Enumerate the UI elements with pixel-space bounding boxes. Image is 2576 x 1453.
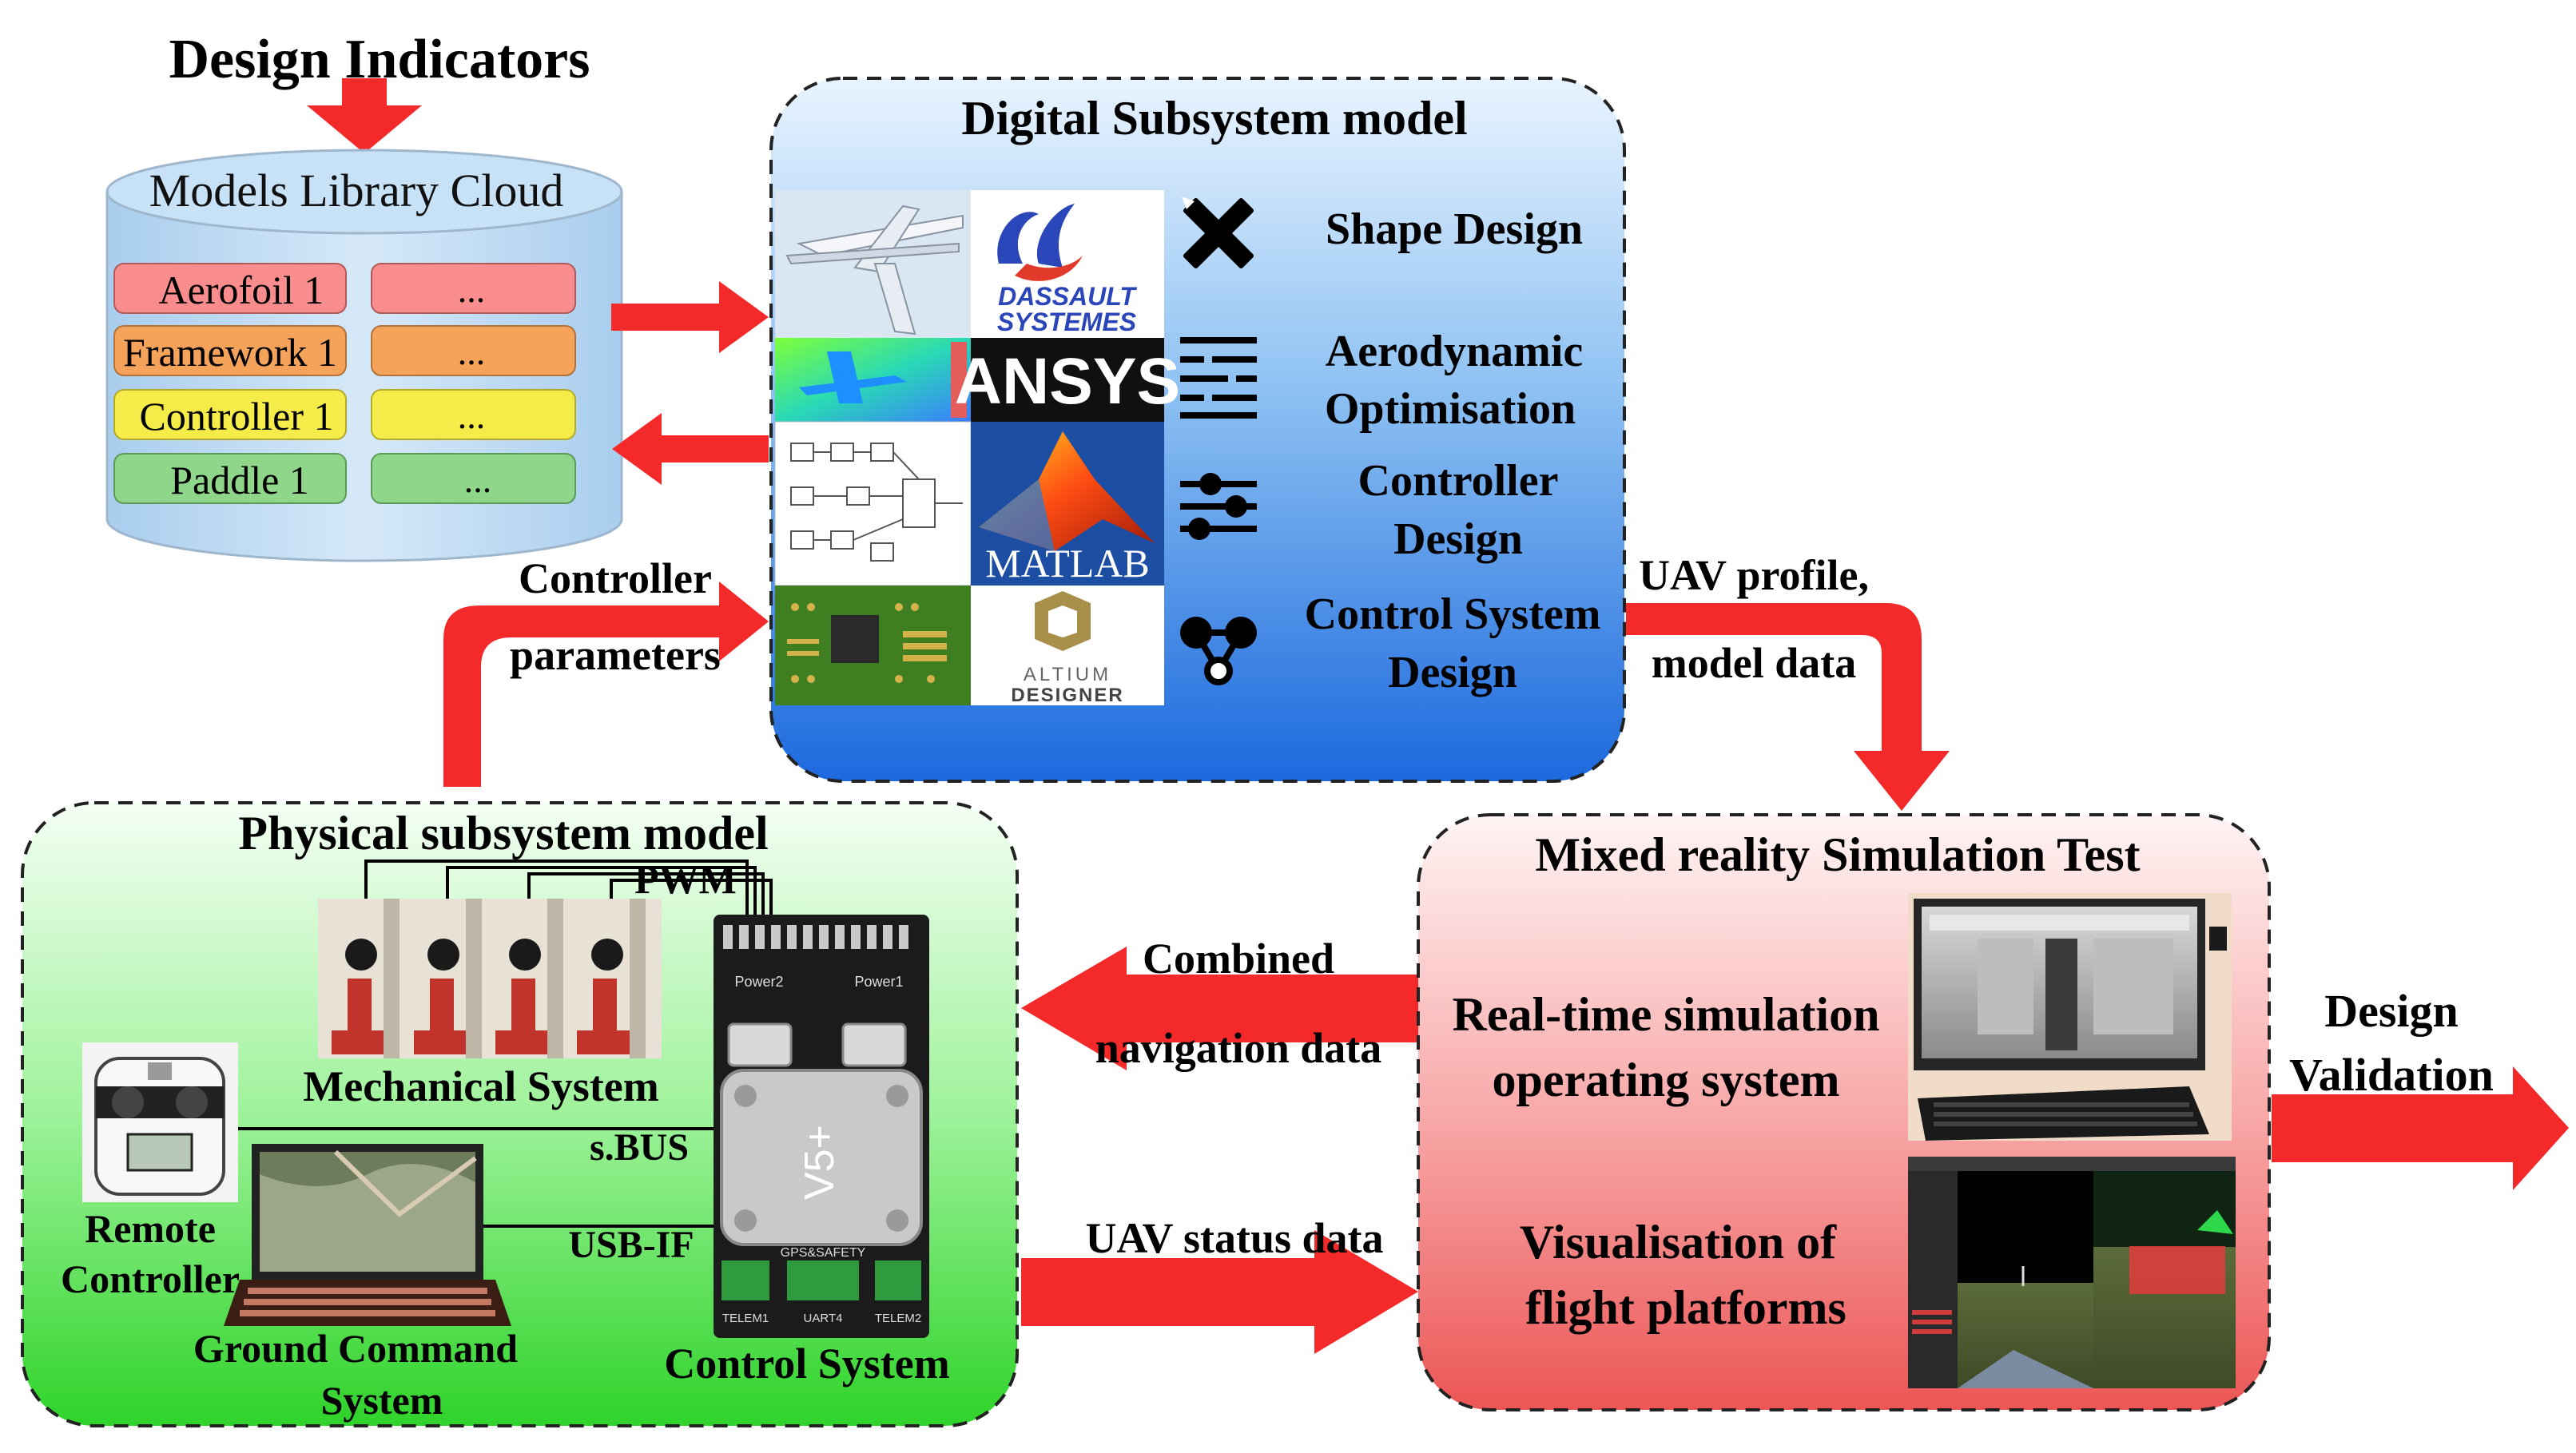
- row-label: Paddle 1: [170, 458, 309, 502]
- altium-line2: DESIGNER: [1011, 685, 1123, 706]
- sliders-horizontal-icon: [1180, 337, 1257, 419]
- control-system-label: Control System: [664, 1340, 950, 1387]
- item-aero-line1: Aerodynamic: [1326, 327, 1584, 376]
- ground-label-line2: System: [321, 1378, 443, 1423]
- ansys-logo: ANSYS: [955, 338, 1181, 422]
- altium-line1: ALTIUM: [1024, 664, 1111, 685]
- row-more: ...: [458, 331, 486, 372]
- uav-profile-line2: model data: [1652, 639, 1857, 687]
- library-row-aerofoil: Aerofoil 1 ...: [113, 263, 576, 314]
- row-more: ...: [458, 395, 486, 436]
- validation-line2: Validation: [2289, 1049, 2494, 1101]
- controller-params-line1: Controller: [519, 554, 712, 602]
- matlab-logo: MATLAB: [971, 422, 1164, 586]
- mixed-item2-line1: Visualisation of: [1520, 1216, 1837, 1268]
- combined-line2: navigation data: [1095, 1024, 1382, 1072]
- row-more: ...: [458, 269, 486, 310]
- usb-label: USB-IF: [568, 1224, 694, 1266]
- item-controller-line1: Controller: [1358, 456, 1559, 506]
- dassault-line2: SYSTEMES: [997, 308, 1137, 336]
- dassault-line1: DASSAULT: [998, 282, 1137, 311]
- fc-gps: GPS&SAFETY: [781, 1246, 866, 1260]
- item-control-system-line1: Control System: [1305, 590, 1601, 639]
- library-title: Models Library Cloud: [149, 165, 564, 216]
- down-arrow-icon: [307, 78, 422, 153]
- flight-visualization-image: [1908, 1157, 2236, 1388]
- matlab-text: MATLAB: [985, 541, 1150, 586]
- remote-label-line2: Controller: [61, 1256, 240, 1301]
- desktop-computer-image: [1908, 893, 2232, 1141]
- mixed-item2-line2: flight platforms: [1525, 1281, 1847, 1334]
- uav-profile-line1: UAV profile,: [1639, 551, 1869, 599]
- mixed-title: Mixed reality Simulation Test: [1535, 828, 2140, 881]
- controller-params-line2: parameters: [510, 631, 721, 679]
- cad-uav-image: [775, 190, 971, 338]
- uav-status-label: UAV status data: [1085, 1214, 1383, 1262]
- sbus-label: s.BUS: [590, 1126, 689, 1169]
- mixed-item1-line1: Real-time simulation: [1453, 988, 1880, 1041]
- item-shape-design: Shape Design: [1326, 204, 1583, 254]
- altium-logo: ALTIUM DESIGNER: [971, 586, 1164, 706]
- library-row-controller: Controller 1 ...: [113, 389, 576, 440]
- library-rows: Aerofoil 1 ... Framework 1 ... Controlle…: [113, 263, 576, 504]
- uav-profile-arrow: [1626, 603, 1950, 811]
- pwm-label: PWM: [634, 857, 737, 902]
- physical-title: Physical subsystem model: [238, 807, 768, 859]
- ansys-simulation-image: [775, 338, 971, 422]
- network-nodes-icon: [1180, 617, 1257, 685]
- pwm-wires: [364, 859, 773, 915]
- validation-line1: Design: [2324, 985, 2459, 1037]
- mixed-item1-line2: operating system: [1493, 1054, 1840, 1106]
- item-aero-line2: Optimisation: [1325, 384, 1576, 434]
- pencil-ruler-icon: [1182, 197, 1254, 269]
- controls-icon: [1180, 473, 1257, 540]
- motor-test-rigs-image: [318, 899, 662, 1058]
- ground-label-line1: Ground Command: [193, 1326, 518, 1371]
- remote-label-line1: Remote: [85, 1206, 216, 1251]
- fc-model-label: V5+: [797, 1125, 843, 1200]
- row-label: Aerofoil 1: [159, 268, 324, 312]
- arrow-to-digital: [611, 281, 769, 353]
- combined-nav-arrow: [1021, 947, 1418, 1070]
- library-row-framework: Framework 1 ...: [113, 325, 576, 376]
- row-more: ...: [464, 459, 492, 500]
- digital-title: Digital Subsystem model: [961, 92, 1467, 145]
- flight-controller-image: Power2 Power1 V5+ GPS&SAFETY TELEM1 UART…: [714, 915, 929, 1338]
- row-label: Controller 1: [139, 394, 333, 439]
- dassault-logo: DASSAULT SYSTEMES: [971, 190, 1164, 338]
- row-label: Framework 1: [123, 330, 337, 375]
- item-control-system-line2: Design: [1388, 648, 1517, 697]
- design-validation-arrow: [2272, 1066, 2569, 1190]
- fc-uart4: UART4: [804, 1312, 843, 1325]
- mechanical-system-label: Mechanical System: [303, 1062, 658, 1110]
- simulink-diagram-image: [774, 421, 972, 586]
- remote-controller-image: [82, 1042, 238, 1202]
- ground-laptop-image: [224, 1144, 511, 1326]
- arrow-to-library: [612, 413, 769, 485]
- fc-telem2: TELEM2: [875, 1312, 921, 1325]
- library-row-paddle: Paddle 1 ...: [113, 453, 576, 504]
- fc-power2: Power2: [734, 974, 783, 990]
- item-controller-line2: Design: [1393, 514, 1523, 564]
- uav-status-arrow: [1021, 1230, 1418, 1354]
- fc-telem1: TELEM1: [722, 1312, 769, 1325]
- pcb-image: [775, 586, 971, 705]
- controller-params-arrow: [443, 582, 769, 787]
- combined-line1: Combined: [1143, 935, 1334, 983]
- fc-power1: Power1: [854, 974, 903, 990]
- ansys-text: ANSYS: [955, 345, 1181, 418]
